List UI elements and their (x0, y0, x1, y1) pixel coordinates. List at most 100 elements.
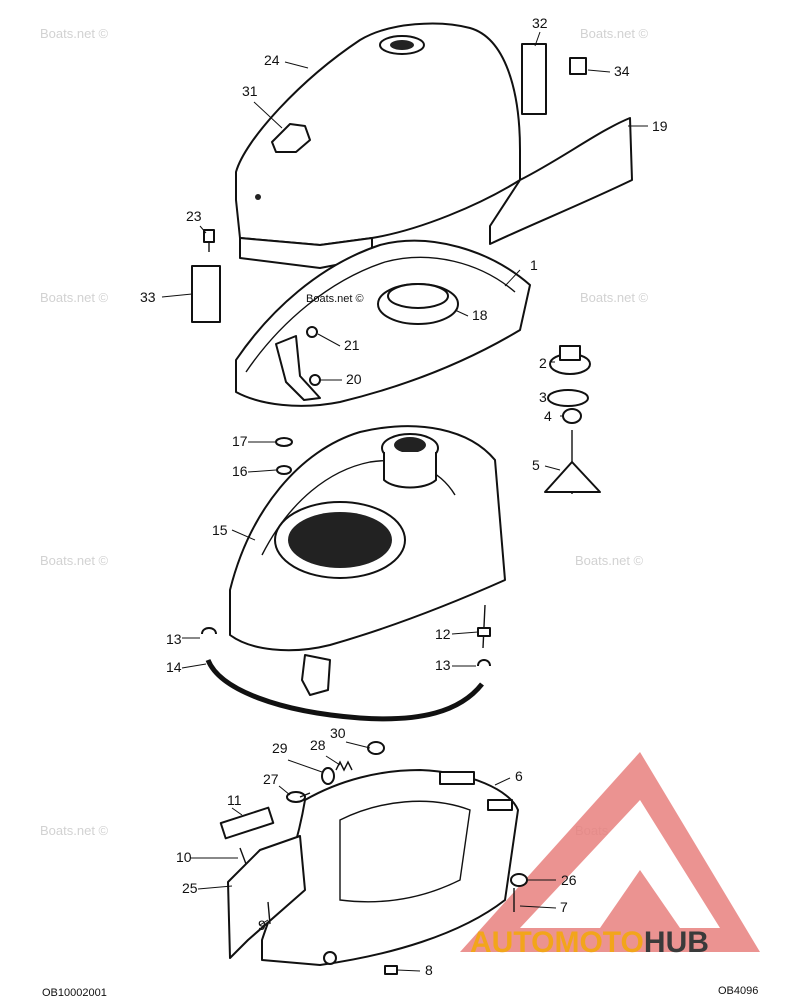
screw-part-9 (267, 901, 271, 925)
decal-part-34 (569, 57, 587, 75)
callout-label-5: 5 (532, 457, 540, 473)
logo-triangle-cutout (520, 800, 720, 928)
callout-label-10: 10 (176, 849, 192, 865)
stand-part-5 (544, 430, 601, 494)
callout-leader-27 (278, 785, 291, 796)
spring-part-28 (335, 760, 353, 772)
callout-label-18: 18 (472, 307, 488, 323)
callout-label-3: 3 (539, 389, 547, 405)
base-plate-part-1: Boats.net © (235, 239, 531, 407)
logo-word-hub: HUB (644, 926, 709, 959)
o-ring-part-3 (547, 389, 589, 407)
screw-part-23 (203, 229, 215, 252)
callout-label-21: 21 (344, 337, 360, 353)
callout-label-26: 26 (561, 872, 577, 888)
watermark: Boats.net © (40, 553, 109, 568)
callout-label-13b: 13 (435, 657, 451, 673)
callout-label-31: 31 (242, 83, 258, 99)
callout-label-1: 1 (530, 257, 538, 273)
watermark: Boats.net © (40, 823, 109, 838)
watermark: Boats.net © (580, 26, 649, 41)
callout-leader-32 (534, 31, 541, 47)
bracket-part-25 (227, 835, 306, 959)
decal-part-11 (219, 806, 275, 840)
callout-leader-34 (587, 69, 611, 73)
callout-label-25: 25 (182, 880, 198, 896)
callout-leader-24 (284, 61, 309, 69)
figure-code-right: OB4096 (718, 985, 758, 997)
callout-label-2: 2 (539, 355, 547, 371)
callout-leader-28 (325, 755, 341, 766)
clip-part-13a (201, 627, 217, 635)
callout-label-15: 15 (212, 522, 228, 538)
washer-part-16 (276, 465, 292, 475)
callout-leader-15 (231, 529, 256, 541)
callout-leader-29 (287, 759, 323, 773)
filler-cap-part-2 (549, 345, 591, 375)
watermark: Boats.net © (575, 553, 644, 568)
callout-label-34: 34 (614, 63, 630, 79)
watermark: Boats.net © (40, 26, 109, 41)
callout-label-4: 4 (544, 408, 552, 424)
inline-watermark: Boats.net © (306, 293, 364, 305)
callout-label-33: 33 (140, 289, 156, 305)
bolt-part-12 (477, 604, 491, 649)
callout-label-12: 12 (435, 626, 451, 642)
callout-label-32: 32 (532, 15, 548, 31)
callout-leader-14 (181, 663, 207, 669)
automotohub-logo: AUTOMOTOHUB (460, 752, 760, 959)
callout-label-27: 27 (263, 771, 279, 787)
clip-part-8 (384, 965, 398, 975)
top-cover-part-24 (235, 22, 633, 269)
callout-leader-8 (396, 969, 421, 972)
callout-leader-25 (197, 885, 233, 890)
bolt-part-27 (286, 791, 311, 803)
watermark: Boats.net © (40, 290, 109, 305)
logo-word-automoto: AUTOMOTO (470, 926, 644, 959)
decal-part-32 (521, 43, 547, 115)
callout-leader-16 (247, 469, 277, 473)
callout-leader-33 (161, 293, 193, 298)
callout-label-7: 7 (560, 899, 568, 915)
callout-leader-11 (231, 807, 243, 816)
callout-label-11: 11 (227, 792, 242, 808)
callout-leader-7 (519, 905, 557, 909)
callout-label-30: 30 (330, 725, 346, 741)
clip-part-13b (477, 659, 491, 667)
callout-label-16: 16 (232, 463, 248, 479)
callout-leader-12 (451, 631, 479, 635)
callout-label-14: 14 (166, 659, 182, 675)
callout-label-24: 24 (264, 52, 280, 68)
logo-text: AUTOMOTOHUB (470, 926, 709, 959)
callout-labels: 1234567891011121313141516171819202123242… (140, 15, 668, 978)
knob-part-26 (510, 873, 528, 887)
callout-label-17: 17 (232, 433, 248, 449)
callout-label-23: 23 (186, 208, 202, 224)
nut-part-30 (367, 741, 385, 755)
callout-leader-18 (454, 309, 469, 317)
figure-code-left: OB10002001 (42, 987, 107, 999)
callout-leader-6 (494, 777, 511, 786)
callout-leader-31 (253, 101, 283, 129)
callout-label-29: 29 (272, 740, 288, 756)
decal-part-33 (191, 265, 221, 323)
washer-part-17 (275, 437, 293, 447)
mid-cowl-part-15 (229, 425, 506, 696)
callout-label-13a: 13 (166, 631, 182, 647)
callout-label-19: 19 (652, 118, 668, 134)
callout-leader-30 (345, 741, 371, 749)
callout-leader-1 (504, 269, 521, 287)
callout-leader-23 (199, 225, 207, 234)
logo-inner-triangle (600, 870, 680, 928)
screw-part-10 (239, 847, 247, 865)
watermark: Boats.net © (580, 290, 649, 305)
callout-label-28: 28 (310, 737, 326, 753)
callout-leader-9 (259, 919, 269, 926)
callout-label-6: 6 (515, 768, 523, 784)
callout-leader-5 (544, 465, 561, 471)
grommet-part-4 (562, 408, 582, 424)
washer-part-29 (321, 767, 335, 785)
callout-label-9: 9 (258, 917, 266, 933)
callout-label-8: 8 (425, 962, 433, 978)
